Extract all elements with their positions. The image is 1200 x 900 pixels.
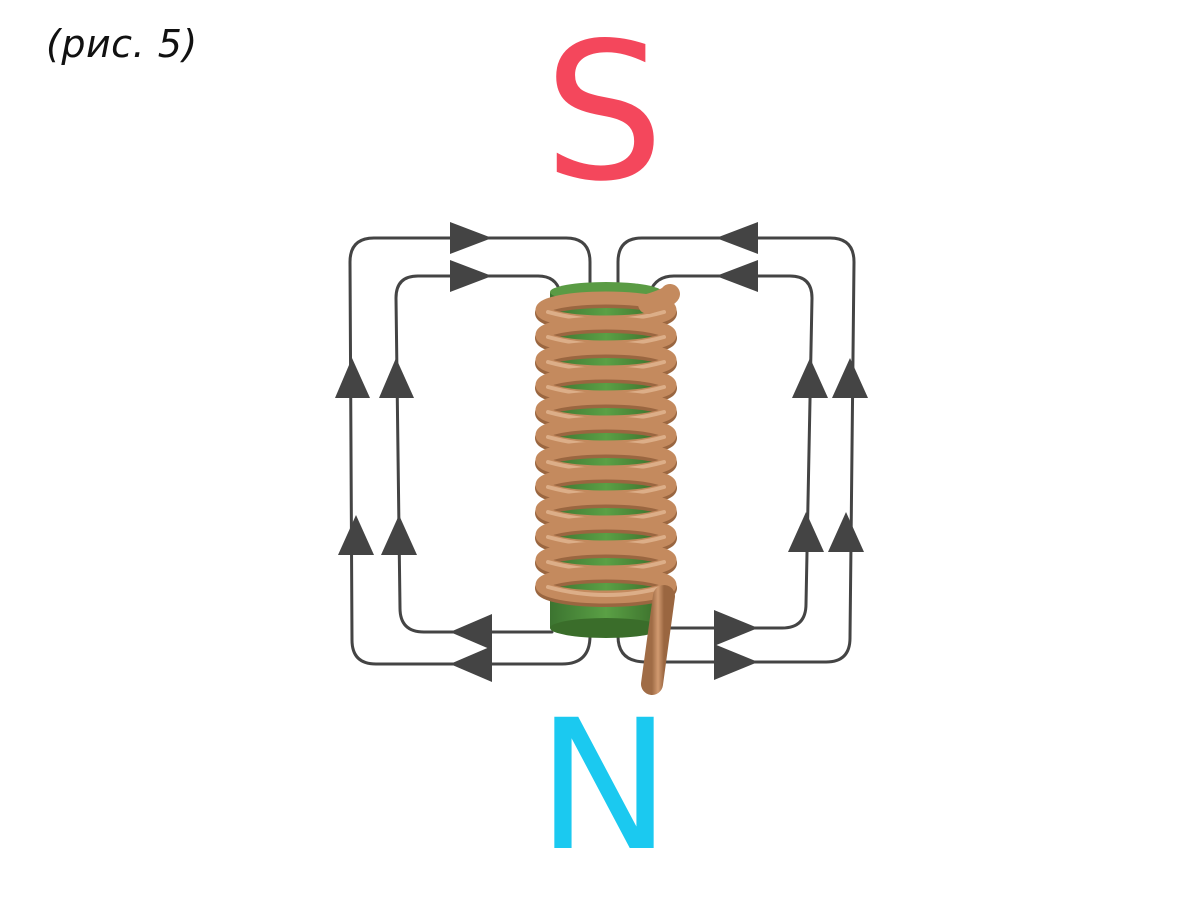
figure-caption: (рис. 5): [46, 22, 198, 66]
field-line-right-inner: [648, 274, 814, 630]
coil-turn-highlight: [546, 585, 666, 597]
arrow-icon: [338, 515, 374, 555]
arrow-icon: [450, 260, 492, 292]
coil-icon: [535, 291, 677, 607]
arrow-icon: [716, 260, 758, 292]
field-line-left-outer: [348, 236, 592, 666]
arrow-icon: [714, 610, 758, 646]
wire-end-icon: [638, 284, 680, 314]
arrow-icon: [792, 358, 828, 398]
arrow-icon: [450, 222, 492, 254]
arrow-icon: [450, 646, 492, 682]
south-pole-label: S: [544, 2, 665, 223]
arrow-icon: [832, 358, 868, 398]
arrow-icon: [381, 515, 417, 555]
arrow-icon: [828, 512, 864, 552]
north-pole-label: N: [537, 682, 672, 891]
arrow-icon: [379, 358, 414, 398]
arrow-icon: [335, 358, 370, 398]
arrow-icon: [450, 614, 492, 650]
field-line-left-inner: [394, 274, 562, 634]
arrow-icon: [716, 222, 758, 254]
field-line-right-outer: [616, 236, 856, 664]
wire-lead-icon: [641, 585, 675, 695]
arrow-icon: [714, 644, 758, 680]
arrow-icon: [788, 512, 824, 552]
